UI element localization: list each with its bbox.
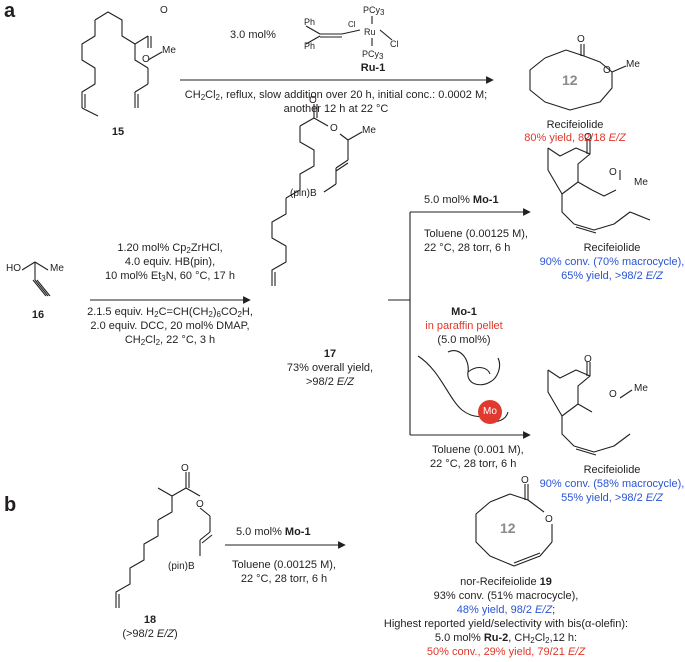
lower-cond-2: 22 °C, 28 torr, 6 h xyxy=(430,458,517,470)
step1-line2: 4.0 equiv. HB(pin), xyxy=(124,256,216,268)
recifeiolide-name-3: Recifeiolide xyxy=(583,464,641,476)
cl-right-label: Cl xyxy=(390,39,399,49)
lower-cond-1: Toluene (0.001 M), xyxy=(432,444,524,456)
step1-line3: 10 mol% Et3N, 60 °C, 17 h xyxy=(105,270,235,283)
recifeiolide-yield-1: 80% yield, 82/18 E/Z xyxy=(524,132,626,144)
cmpd17-me: Me xyxy=(362,125,376,136)
recifeiolide-name-1: Recifeiolide xyxy=(546,119,604,131)
nor-recif-line3: Highest reported yield/selectivity with … xyxy=(383,618,629,630)
recifeiolide-yield-3a: 90% conv. (58% macrocycle), xyxy=(539,478,685,490)
panel-label-a: a xyxy=(4,0,16,22)
step2-line3: CH2Cl2, 22 °C, 3 h xyxy=(124,334,216,347)
recif2-me: Me xyxy=(634,177,648,188)
cmpd17-pinb: (pin)B xyxy=(290,188,317,199)
panel-label-b: b xyxy=(4,494,17,516)
step1-line1: 1.20 mol% Cp2ZrHCl, xyxy=(117,242,223,255)
compound-16-structure xyxy=(21,261,51,297)
pcy3-bottom-label: PCy3 xyxy=(362,49,384,61)
nor-recif-line2: 48% yield, 98/2 E/Z; xyxy=(456,604,556,616)
row1-conditions-line2: another 12 h at 22 °C xyxy=(283,103,389,115)
upper-reagent: 5.0 mol% Mo-1 xyxy=(424,194,499,206)
compound-16-label: 16 xyxy=(31,309,45,321)
ring-size-12-b: 12 xyxy=(500,520,516,536)
ph-top-label: Ph xyxy=(304,17,316,27)
cmpd17-ring-o: O xyxy=(330,123,338,134)
mo-1-label: Mo-1 xyxy=(451,306,477,318)
upper-cond-1: Toluene (0.00125 M), xyxy=(424,228,528,240)
row3-cond-2: 22 °C, 28 torr, 6 h xyxy=(240,573,328,585)
compound-17-structure xyxy=(271,104,363,286)
paraffin-pellet-label: in paraffin pellet xyxy=(425,320,503,332)
nor-recifeiolide-name: nor-Recifeiolide 19 xyxy=(460,576,552,588)
cmpd16-ho: HO xyxy=(6,263,21,274)
cmpd15-carbonyl-o: O xyxy=(160,5,168,16)
nor-recif-line4: 5.0 mol% Ru-2, CH2Cl2,12 h: xyxy=(434,632,578,645)
cmpd17-carbonyl-o: O xyxy=(309,95,317,106)
cmpd18-ring-o: O xyxy=(196,499,204,510)
recif3-carbonyl-o: O xyxy=(584,354,592,365)
recifeiolide-yield-2b: 65% yield, >98/2 E/Z xyxy=(561,270,663,282)
row3-reagent: 5.0 mol% Mo-1 xyxy=(236,526,311,538)
cmpd15-me-label: Me xyxy=(162,45,176,56)
recif1-me: Me xyxy=(626,59,640,70)
mo-loading-label: (5.0 mol%) xyxy=(437,334,491,346)
compound-18-ez: (>98/2 E/Z) xyxy=(122,628,178,640)
compound-17-ez: >98/2 E/Z xyxy=(305,376,355,388)
catalyst-loading: 3.0 mol% xyxy=(230,29,276,41)
recif3-ring-o: O xyxy=(609,389,617,400)
cl-left-label: Cl xyxy=(348,20,356,29)
nor-recif-line1: 93% conv. (51% macrocycle), xyxy=(433,590,579,602)
compound-18-label: 18 xyxy=(143,614,157,626)
compound-15-label: 15 xyxy=(111,126,125,138)
compound-17-yield: 73% overall yield, xyxy=(286,362,374,374)
recifeiolide-structure-1 xyxy=(529,44,627,111)
cmpd18-pinb: (pin)B xyxy=(168,561,195,572)
ph-bottom-label: Ph xyxy=(304,41,316,51)
pcy3-top-label: PCy3 xyxy=(363,5,385,17)
nor-recif-line5: 50% conv., 29% yield, 79/21 E/Z xyxy=(426,646,586,658)
recifeiolide-yield-2a: 90% conv. (70% macrocycle), xyxy=(539,256,685,268)
recif2-ring-o: O xyxy=(609,167,617,178)
recif3-me: Me xyxy=(634,383,648,394)
nor-recif-ring-o: O xyxy=(545,514,553,525)
recifeiolide-structure-2 xyxy=(547,140,651,234)
compound-18-structure xyxy=(115,472,213,608)
nor-recifeiolide-structure xyxy=(475,484,553,567)
upper-cond-2: 22 °C, 28 torr, 6 h xyxy=(424,242,511,254)
cmpd15-o-label: O xyxy=(142,54,150,65)
step2-line1: 2.1.5 equiv. H2C=CH(CH2)6CO2H, xyxy=(87,306,253,319)
compound-15-structure xyxy=(81,11,163,117)
recif2-carbonyl-o: O xyxy=(584,132,592,143)
compound-17-label: 17 xyxy=(323,348,337,360)
row1-conditions-line1: CH2Cl2, reflux, slow addition over 20 h,… xyxy=(184,89,488,102)
nor-recif-carbonyl-o: O xyxy=(521,475,529,486)
mo-pellet-ball: Mo xyxy=(478,400,502,424)
recif1-ring-o: O xyxy=(603,65,611,76)
ru-1-structure xyxy=(305,16,393,46)
row3-cond-1: Toluene (0.00125 M), xyxy=(232,559,336,571)
recif1-carbonyl-o: O xyxy=(577,34,585,45)
step2-line2: 2.0 equiv. DCC, 20 mol% DMAP, xyxy=(90,320,250,332)
ru-atom-label: Ru xyxy=(364,27,376,37)
cmpd18-carbonyl-o: O xyxy=(181,463,189,474)
ring-size-12: 12 xyxy=(562,72,578,88)
recifeiolide-name-2: Recifeiolide xyxy=(583,242,641,254)
ru-1-label: Ru-1 xyxy=(360,62,386,74)
recifeiolide-structure-3 xyxy=(547,362,633,456)
recifeiolide-yield-3b: 55% yield, >98/2 E/Z xyxy=(561,492,663,504)
cmpd16-me: Me xyxy=(50,263,64,274)
